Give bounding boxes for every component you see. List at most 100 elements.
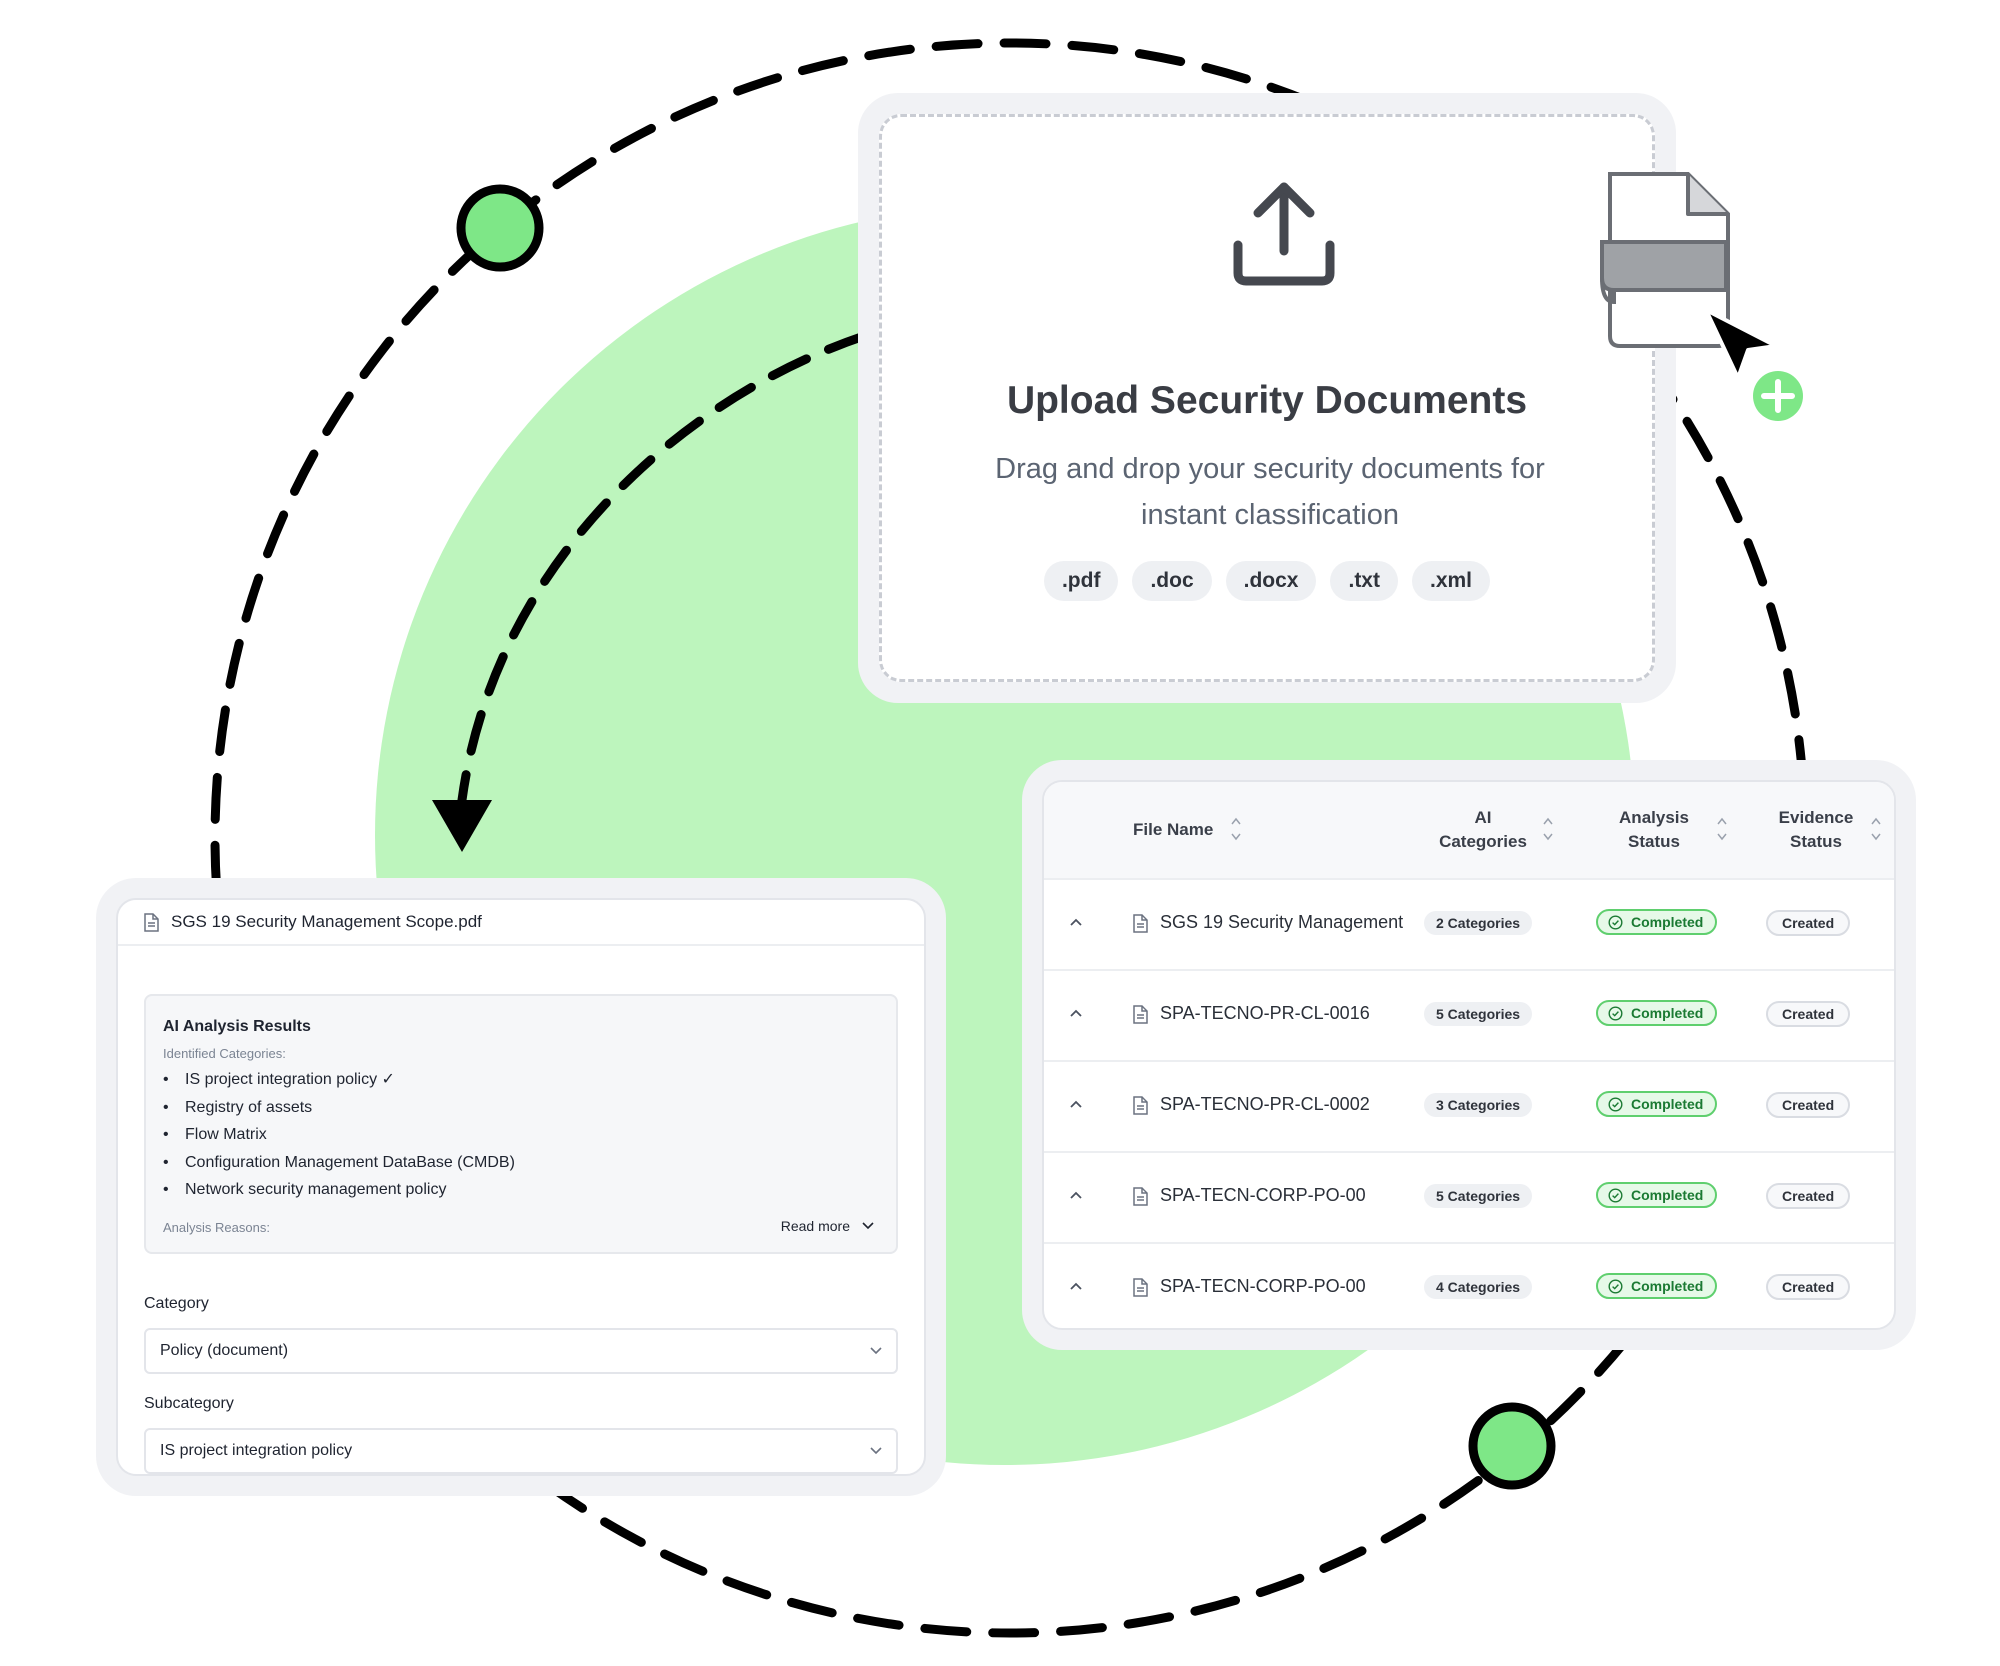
upload-subtitle: Drag and drop your security documents fo… [995,453,1545,531]
header-analysis-status-line2: Status [1628,832,1680,851]
categories-badge: 3 Categories [1424,1093,1533,1117]
evidence-badge: Created [1766,1001,1851,1027]
row-file-name[interactable]: SPA-TECNO-PR-CL-0016 [1160,1003,1370,1023]
row-file-name[interactable]: SGS 19 Security Management [1160,912,1404,932]
status-badge-label: Completed [1631,1096,1704,1112]
row-file-name[interactable]: SPA-TECNO-PR-CL-0002 [1160,1094,1370,1114]
upload-dropzone[interactable]: Upload Security Documents Drag and drop … [879,114,1655,682]
header-file-name[interactable]: File Name [1133,820,1214,839]
results-title: AI Analysis Results [163,1018,311,1035]
document-icon [1133,1187,1148,1206]
status-badge-completed: Completed [1596,1000,1718,1026]
upload-card: Upload Security Documents Drag and drop … [858,93,1676,703]
status-badge-completed: Completed [1596,909,1718,935]
header-analysis-status-line1: Analysis [1619,808,1689,827]
header-ai-categories-line1: AI [1474,808,1492,827]
chevron-down-icon [870,1447,882,1455]
list-item: Registry of assets [163,1094,515,1122]
check-circle-icon [1608,914,1623,930]
categories-badge: 5 Categories [1424,1002,1533,1026]
status-badge-completed: Completed [1596,1182,1718,1208]
chevron-up-icon[interactable] [1068,1279,1084,1293]
check-circle-icon [1608,1187,1623,1203]
extension-chip-txt: .txt [1330,561,1398,601]
identified-categories-label: Identified Categories: [163,1046,286,1061]
category-label: Category [144,1295,209,1312]
evidence-badge: Created [1766,910,1851,936]
row-file-name[interactable]: SPA-TECN-CORP-PO-00 [1160,1185,1366,1205]
read-more-button[interactable]: Read more [781,1218,874,1234]
check-circle-icon [1608,1278,1623,1294]
extension-chip-xml: .xml [1411,561,1491,601]
status-badge-label: Completed [1631,1005,1704,1021]
subcategory-label: Subcategory [144,1395,234,1412]
evidence-badge: Created [1766,1092,1851,1118]
upload-title: Upload Security Documents [1006,379,1528,422]
subcategory-select[interactable]: IS project integration policy [144,1428,898,1474]
file-drag-illustration [1600,172,1810,430]
chevron-up-icon[interactable] [1068,1188,1084,1202]
list-item: Configuration Management DataBase (CMDB) [163,1149,515,1177]
header-ai-categories-line2: Categories [1439,832,1527,851]
chevron-up-icon[interactable] [1068,1097,1084,1111]
upload-icon [1233,182,1335,286]
status-badge-label: Completed [1631,914,1704,930]
arrow-head [432,800,492,852]
category-select[interactable]: Policy (document) [144,1328,898,1374]
analysis-file-header: SGS 19 Security Management Scope.pdf [118,900,924,946]
chevron-down-icon [862,1222,874,1230]
file-extension-list: .pdf .doc .docx .txt .xml [882,561,1652,601]
extension-chip-docx: .docx [1225,561,1317,601]
chevron-up-icon[interactable] [1068,915,1084,929]
sort-icon[interactable] [1542,816,1554,842]
ai-analysis-results: AI Analysis Results Identified Categorie… [144,994,898,1254]
header-evidence-status[interactable]: Evidence Status [1766,806,1866,854]
check-circle-icon [1608,1005,1623,1021]
analysis-card: SGS 19 Security Management Scope.pdf AI … [96,878,946,1496]
list-item: IS project integration policy ✓ [163,1066,515,1094]
row-file-name[interactable]: SPA-TECN-CORP-PO-00 [1160,1276,1366,1296]
document-icon [1133,1096,1148,1115]
category-list: IS project integration policy ✓ Registry… [163,1066,515,1204]
categories-badge: 2 Categories [1424,911,1533,935]
chevron-down-icon [870,1347,882,1355]
evidence-badge: Created [1766,1274,1851,1300]
header-analysis-status[interactable]: Analysis Status [1604,806,1704,854]
read-more-label: Read more [780,1218,850,1234]
header-evidence-status-line2: Status [1790,832,1842,851]
plus-icon [1746,366,1810,430]
table-row[interactable]: SPA-TECN-CORP-PO-00 5 Categories Complet… [1044,1151,1894,1244]
status-badge-label: Completed [1631,1187,1704,1203]
list-item: Network security management policy [163,1176,515,1204]
status-badge-completed: Completed [1596,1091,1718,1117]
analysis-reasons-label: Analysis Reasons: [163,1220,270,1235]
documents-table: File Name AI Categories Analysis Status … [1042,780,1896,1330]
extension-chip-doc: .doc [1132,561,1212,601]
table-row[interactable]: SPA-TECNO-PR-CL-0002 3 Categories Comple… [1044,1060,1894,1153]
extension-chip-pdf: .pdf [1043,561,1119,601]
chevron-up-icon[interactable] [1068,1006,1084,1020]
document-file-icon [1600,172,1730,348]
document-icon [144,912,159,932]
header-evidence-status-line1: Evidence [1778,808,1854,827]
sort-icon[interactable] [1870,816,1882,842]
header-ai-categories[interactable]: AI Categories [1428,806,1538,854]
table-header: File Name AI Categories Analysis Status … [1044,782,1894,880]
categories-badge: 5 Categories [1424,1184,1533,1208]
document-icon [1133,1278,1148,1297]
documents-table-card: File Name AI Categories Analysis Status … [1022,760,1916,1350]
subcategory-select-value: IS project integration policy [160,1442,353,1459]
check-circle-icon [1608,1096,1623,1112]
table-row[interactable]: SPA-TECN-CORP-PO-00 4 Categories Complet… [1044,1242,1894,1328]
sort-icon[interactable] [1716,816,1728,842]
analysis-panel: SGS 19 Security Management Scope.pdf AI … [116,898,926,1476]
analysis-file-name: SGS 19 Security Management Scope.pdf [171,912,482,931]
sort-icon[interactable] [1230,816,1242,842]
table-row[interactable]: SGS 19 Security Management 2 Categories … [1044,878,1894,971]
table-row[interactable]: SPA-TECNO-PR-CL-0016 5 Categories Comple… [1044,969,1894,1062]
document-icon [1133,914,1148,933]
status-badge-label: Completed [1631,1278,1704,1294]
categories-badge: 4 Categories [1424,1275,1533,1299]
list-item: Flow Matrix [163,1121,515,1149]
cursor-icon [1704,308,1778,380]
